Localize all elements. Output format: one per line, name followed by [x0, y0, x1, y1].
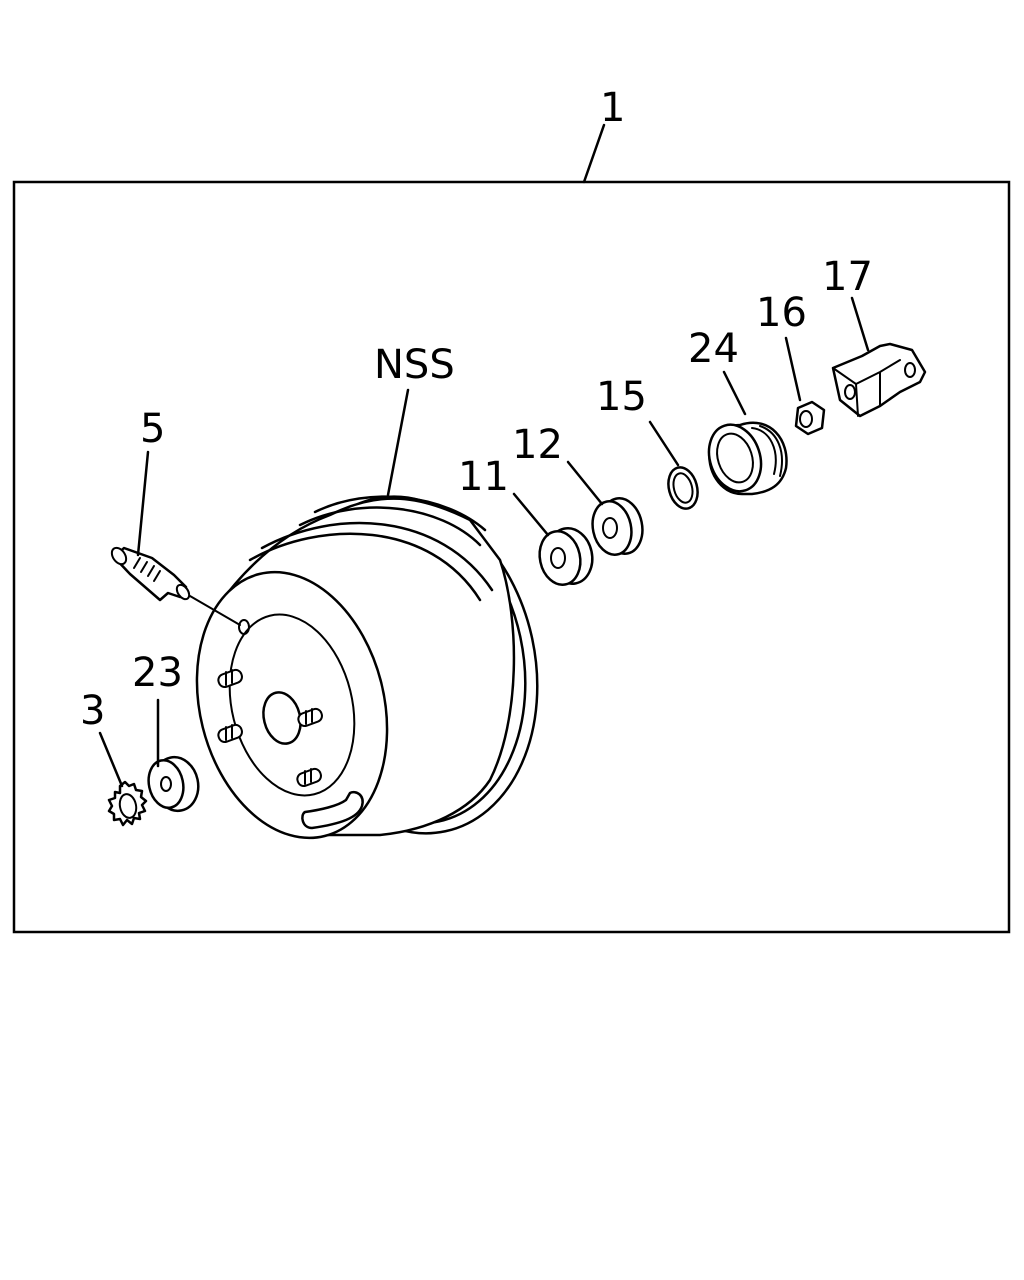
nut [794, 400, 826, 436]
label-part-24: 24 [688, 326, 739, 372]
leader-part-12 [566, 460, 604, 506]
leader-assembly-1 [582, 123, 606, 184]
lock-washer [107, 780, 148, 827]
label-part-15: 15 [596, 374, 647, 420]
label-assembly-1: 1 [600, 85, 625, 131]
o-ring [667, 466, 699, 510]
label-part-5: 5 [140, 406, 165, 452]
check-valve [110, 546, 191, 602]
washer [591, 497, 644, 556]
label-part-16: 16 [756, 290, 807, 336]
leader-part-3 [98, 731, 124, 788]
booster-body [195, 495, 539, 840]
grommet [147, 755, 200, 813]
label-part-12: 12 [512, 422, 563, 468]
leader-part-16 [784, 336, 802, 402]
boot [707, 421, 788, 496]
label-part-11: 11 [458, 454, 509, 500]
label-part-17: 17 [822, 254, 873, 300]
leader-part-5 [136, 450, 150, 557]
leader-part-15 [648, 420, 680, 467]
label-nss: NSS [374, 342, 455, 388]
clevis [831, 342, 927, 418]
insertion-line-5 [189, 595, 241, 626]
leader-nss [386, 388, 410, 497]
label-part-3: 3 [80, 688, 105, 734]
seal [538, 526, 594, 586]
leader-part-17 [850, 296, 870, 352]
assembly-frame [12, 180, 1011, 934]
label-part-23: 23 [132, 650, 183, 696]
leader-part-11 [512, 492, 550, 537]
leader-part-24 [722, 370, 747, 416]
